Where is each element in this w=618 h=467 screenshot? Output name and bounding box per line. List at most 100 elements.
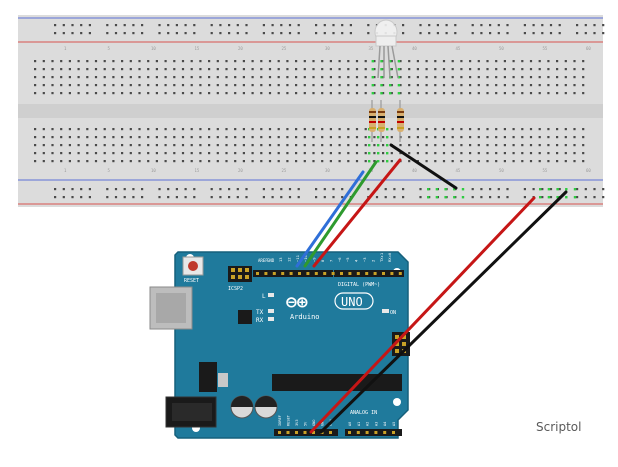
rail-hole <box>349 24 352 27</box>
rail-hole <box>602 32 605 35</box>
breadboard-hole <box>556 160 559 163</box>
rail-hole <box>271 24 274 27</box>
breadboard-hole <box>303 128 306 131</box>
breadboard-hole <box>216 60 219 63</box>
rail-hole <box>315 24 318 27</box>
voltage-regulator <box>199 362 217 392</box>
header-pin <box>286 431 290 434</box>
rail-hole <box>532 188 535 191</box>
breadboard-hole <box>364 92 367 95</box>
breadboard-hole <box>547 68 550 71</box>
breadboard-hole <box>173 128 176 131</box>
breadboard-hole <box>295 60 298 63</box>
breadboard-hole <box>173 92 176 95</box>
digital-pin-label: ~3 <box>362 257 367 262</box>
rail-hole <box>141 32 144 35</box>
breadboard-hole <box>225 160 228 163</box>
breadboard-hole <box>495 68 498 71</box>
resistor-band <box>378 127 385 129</box>
breadboard-hole <box>77 84 80 87</box>
caption: Scriptol <box>536 420 582 434</box>
breadboard-hole <box>216 84 219 87</box>
breadboard-hole <box>181 144 185 147</box>
breadboard-hole <box>199 160 202 163</box>
breadboard-hole <box>199 152 202 155</box>
rail-hole <box>106 32 109 35</box>
breadboard-hole <box>103 128 106 131</box>
breadboard-hole <box>451 160 454 163</box>
breadboard-hole <box>547 160 550 163</box>
resistors <box>369 100 404 142</box>
breadboard-hole <box>373 84 376 87</box>
breadboard-hole <box>434 60 437 63</box>
breadboard-hole <box>77 136 80 139</box>
breadboard-hole <box>538 144 541 147</box>
breadboard-hole <box>382 144 385 147</box>
breadboard-hole <box>469 68 472 71</box>
breadboard-hole <box>512 68 515 71</box>
rail-hole <box>332 24 335 27</box>
breadboard-hole <box>564 160 567 163</box>
breadboard-hole <box>338 136 341 139</box>
breadboard-hole <box>460 84 463 87</box>
breadboard-hole <box>181 152 185 155</box>
breadboard-hole <box>556 144 559 147</box>
rail-hole <box>402 32 405 35</box>
breadboard-hole <box>442 84 446 87</box>
icsp-pin <box>231 275 235 279</box>
breadboard-hole <box>460 144 463 147</box>
breadboard-hole <box>60 84 63 87</box>
breadboard-hole <box>573 84 576 87</box>
breadboard-hole <box>190 92 193 95</box>
rail-hole <box>193 24 196 27</box>
breadboard-hole <box>529 92 533 95</box>
active-rail-hole <box>573 196 577 199</box>
active-hole <box>368 136 371 139</box>
breadboard-hole <box>173 144 176 147</box>
breadboard-hole <box>103 152 106 155</box>
breadboard-hole <box>434 84 437 87</box>
breadboard-hole <box>121 160 124 163</box>
breadboard-hole <box>416 60 419 63</box>
breadboard-hole <box>94 76 98 79</box>
breadboard-hole <box>121 60 124 63</box>
breadboard-hole <box>268 84 272 87</box>
rail-hole <box>132 196 135 199</box>
rail-hole <box>80 196 83 199</box>
rail-hole <box>428 24 431 27</box>
breadboard-hole <box>42 68 45 71</box>
breadboard-hole <box>460 136 463 139</box>
breadboard-hole <box>451 92 454 95</box>
breadboard-hole <box>103 92 106 95</box>
rail-hole <box>228 32 231 35</box>
breadboard-hole <box>425 144 428 147</box>
breadboard-hole <box>295 84 298 87</box>
breadboard-hole <box>34 68 37 71</box>
breadboard-hole <box>460 76 463 79</box>
breadboard-hole <box>51 92 54 95</box>
breadboard-hole <box>390 136 393 139</box>
rail-hole <box>175 24 178 27</box>
breadboard-hole <box>260 60 263 63</box>
breadboard-hole <box>329 92 332 95</box>
breadboard-hole <box>208 144 211 147</box>
active-hole <box>380 92 383 95</box>
rail-hole <box>62 196 65 199</box>
breadboard-hole <box>529 136 533 139</box>
breadboard-hole <box>416 128 419 131</box>
rail-hole <box>288 24 292 27</box>
wire-black-gnd <box>319 190 568 434</box>
breadboard-hole <box>242 92 245 95</box>
active-rail-hole <box>453 188 456 191</box>
active-hole <box>397 84 401 87</box>
capacitor-top <box>255 396 277 407</box>
rail-hole <box>523 32 526 35</box>
rail-hole <box>341 24 344 27</box>
breadboard-hole <box>573 76 576 79</box>
breadboard-hole <box>390 76 393 79</box>
breadboard-hole <box>68 152 71 155</box>
rail-hole <box>471 188 474 191</box>
breadboard-hole <box>364 152 367 155</box>
breadboard-hole <box>495 136 498 139</box>
breadboard-hole <box>208 160 211 163</box>
